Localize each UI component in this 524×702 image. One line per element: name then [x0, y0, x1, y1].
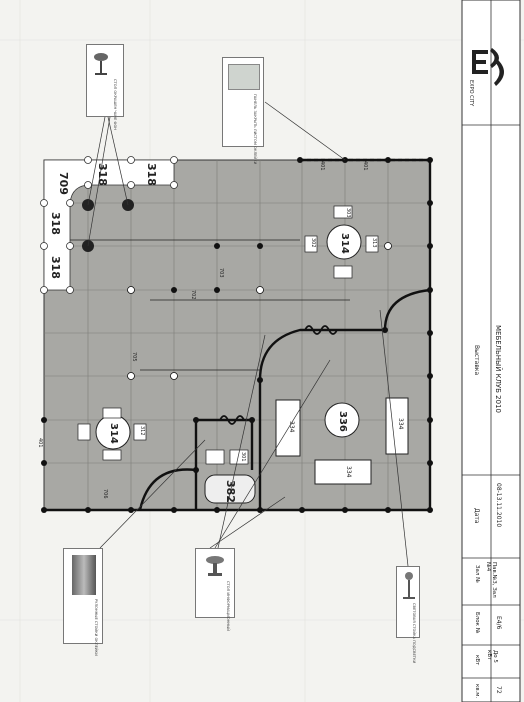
kw-label: кВт	[474, 655, 480, 666]
booth-302-label: 302	[310, 238, 316, 248]
stool-icon	[94, 53, 108, 75]
booth-318-label: 318	[49, 212, 62, 235]
booth-314-label: 314	[108, 423, 119, 444]
booth-401-label: 401	[319, 161, 325, 171]
expo-logo	[472, 48, 504, 86]
info-desk-icon	[206, 556, 224, 576]
hall-value: Пав.№3, Зал №4	[485, 562, 497, 598]
booth-312-label: 312	[139, 426, 145, 436]
sqm-label: кв.м.	[474, 684, 480, 699]
callout-bottom-right: СВЕТОВАЯ СТОЙКА ПОДСВЕТКИ	[396, 566, 420, 663]
panel-image	[228, 64, 260, 90]
block-label: Блок №	[474, 612, 480, 634]
stand-furniture	[77, 205, 409, 504]
kw-value: До 5 кВт	[486, 650, 498, 663]
callout-leaders	[87, 101, 409, 567]
booth-318-label: 318	[49, 256, 62, 279]
booth-703-label: 703	[218, 268, 224, 278]
booth-401-label: 401	[37, 438, 43, 448]
booth-705-label: 705	[131, 352, 137, 362]
roll-stand-image	[72, 555, 96, 595]
booth-334-label: 334	[288, 421, 295, 433]
booth-301-label: 301	[240, 452, 246, 462]
booth-318-cluster	[40, 156, 178, 294]
event-label: Выставка	[473, 345, 480, 376]
callout-top-left: СТОЛ ОКРАШЕН ЧАНЕ ФОН	[86, 44, 124, 130]
booth-706-label: 706	[102, 489, 108, 499]
booth-401-label: 401	[362, 161, 368, 171]
light-stand-icon	[403, 572, 415, 599]
company-name: EXPO CITY	[468, 80, 474, 107]
callout-bottom-center: СТОЛ ИНФОРМАЦИОННЫЙ	[195, 548, 235, 631]
booth-702-label: 702	[190, 290, 196, 300]
callout-bottom-left: РУЛОННЫЕ СТОЙКИ ОКЛЕЙКИ	[63, 548, 103, 656]
date-value: 08-13.11.2010	[495, 483, 502, 528]
booth-313-label: 313	[371, 238, 377, 248]
hall-label: Зал №	[474, 565, 480, 583]
booth-318-label: 318	[96, 163, 109, 186]
block-value: E4/6	[495, 616, 502, 630]
callout-top-left-caption: СТОЛ ОКРАШЕН ЧАНЕ ФОН	[113, 79, 117, 131]
wall-nodes	[41, 157, 433, 513]
booth-334-label: 334	[345, 466, 352, 478]
booth-334-label: 334	[397, 418, 404, 430]
callout-bottom-center-caption: СТОЛ ИНФОРМАЦИОННЫЙ	[226, 581, 230, 631]
booth-709-label: 709	[57, 172, 70, 195]
date-label: Дата	[473, 508, 480, 524]
booth-314-label: 314	[339, 233, 350, 254]
event-name: МЕБЕЛЬНЫЙ КЛУБ 2010	[494, 325, 502, 413]
booth-382-label: 382	[224, 480, 237, 503]
booth-318-label: 318	[145, 163, 158, 186]
booth-336-label: 336	[337, 411, 348, 432]
callout-bottom-left-caption: РУЛОННЫЕ СТОЙКИ ОКЛЕЙКИ	[94, 599, 98, 656]
sqm-value: 72	[495, 686, 502, 694]
callout-top-right-caption: ПАНЕЛЬ ЗАКРЫТЬ ЛИСТОМ ОКЛЕЙКИ	[253, 94, 257, 165]
callout-bottom-right-caption: СВЕТОВАЯ СТОЙКА ПОДСВЕТКИ	[412, 603, 416, 664]
booth-303-label: 303	[345, 208, 351, 218]
title-block	[461, 0, 521, 702]
callout-top-right: ПАНЕЛЬ ЗАКРЫТЬ ЛИСТОМ ОКЛЕЙКИ	[222, 57, 264, 164]
